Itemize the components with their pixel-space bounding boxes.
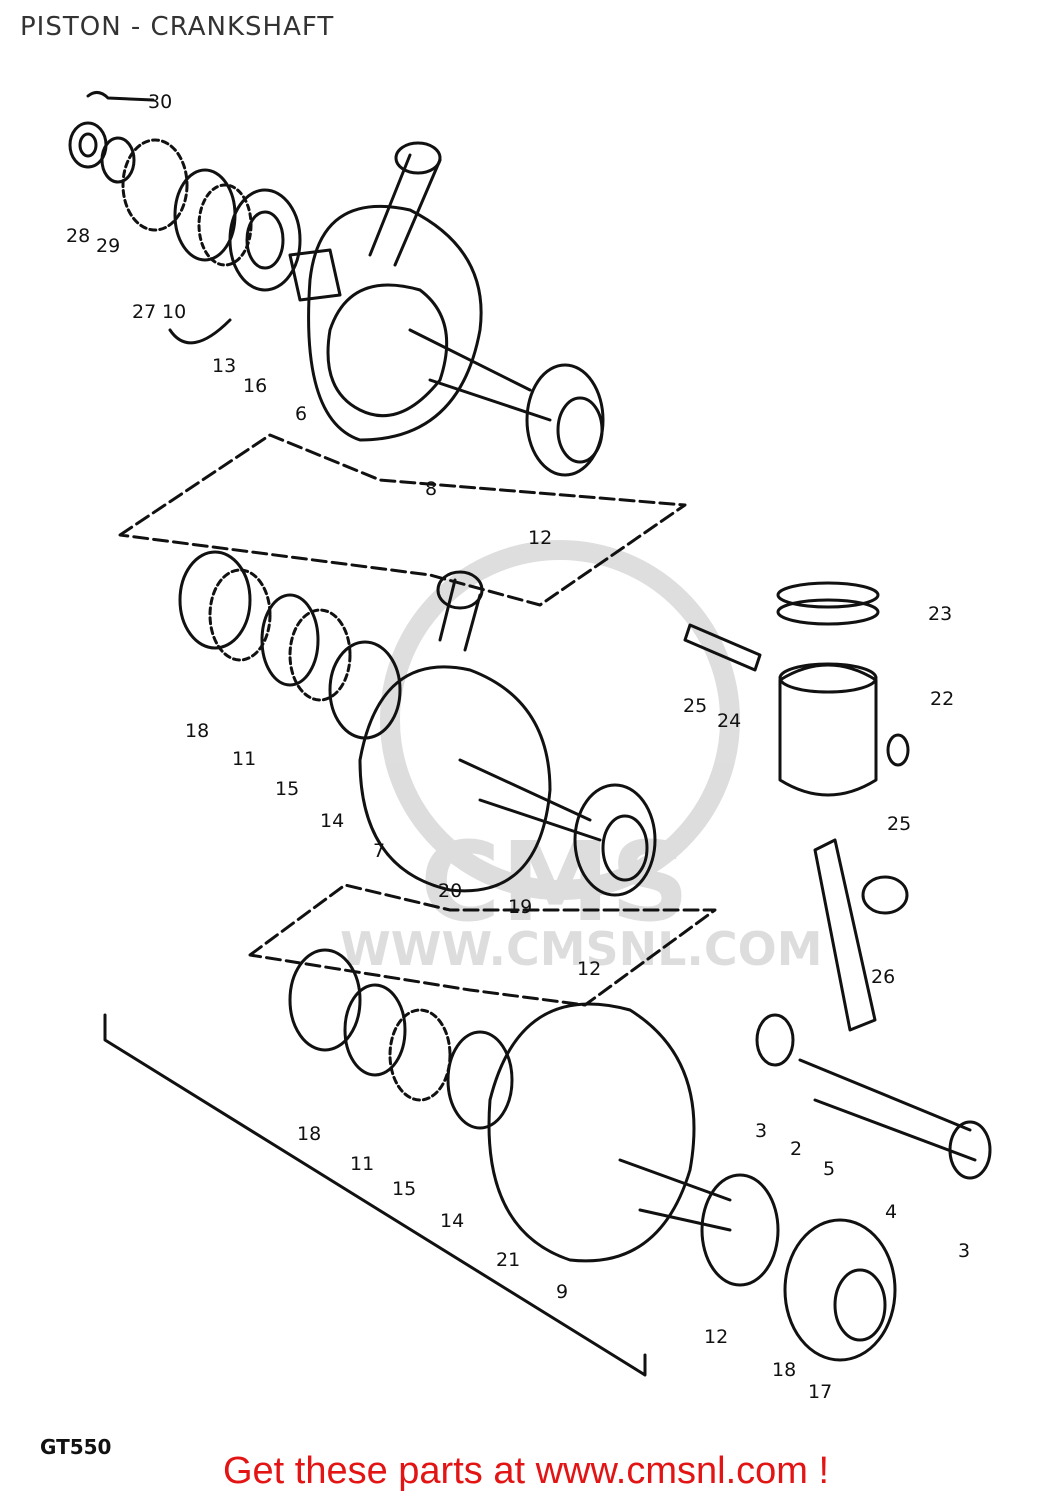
callout-28: 28 — [66, 225, 90, 247]
callout-30: 30 — [148, 91, 172, 113]
bounding-frame-2 — [248, 883, 717, 1007]
promo-link[interactable]: Get these parts at www.cmsnl.com ! — [222, 1450, 830, 1492]
callout-27: 27 — [132, 301, 156, 323]
callout-16: 16 — [243, 375, 267, 397]
callout-3: 3 — [755, 1120, 767, 1142]
callout-18c: 18 — [772, 1359, 796, 1381]
callout-12b: 12 — [577, 958, 601, 980]
callout-11b: 11 — [350, 1153, 374, 1175]
watermark-logo: CMS — [420, 818, 689, 946]
callout-13: 13 — [212, 355, 236, 377]
callout-20: 20 — [438, 880, 462, 902]
bounding-frame-1 — [118, 433, 687, 607]
callout-25: 25 — [683, 695, 707, 717]
callout-29: 29 — [96, 235, 120, 257]
callout-17: 17 — [808, 1381, 832, 1403]
callout-6: 6 — [295, 403, 307, 425]
callout-14: 14 — [320, 810, 344, 832]
callout-12: 12 — [528, 527, 552, 549]
callout-25b: 25 — [887, 813, 911, 835]
callout-21: 21 — [496, 1249, 520, 1271]
callout-23: 23 — [928, 603, 952, 625]
callout-8: 8 — [425, 478, 437, 500]
callout-12c: 12 — [704, 1326, 728, 1348]
callout-18: 18 — [185, 720, 209, 742]
watermark-url: WWW.CMSNL.COM — [340, 922, 823, 976]
model-label: GT550 — [40, 1435, 112, 1459]
callout-5: 5 — [823, 1158, 835, 1180]
crankshaft-assembly-1 — [68, 91, 605, 477]
callout-3b: 3 — [958, 1240, 970, 1262]
callout-2: 2 — [790, 1138, 802, 1160]
callout-24: 24 — [717, 710, 741, 732]
callout-7: 7 — [373, 840, 385, 862]
diagram-title: PISTON - CRANKSHAFT — [20, 12, 335, 42]
cmsnl-watermark: CMS WWW.CMSNL.COM — [340, 540, 823, 976]
callout-4: 4 — [885, 1201, 897, 1223]
callout-19: 19 — [508, 896, 532, 918]
callout-labels: 30 28 29 27 10 13 16 6 8 12 18 11 15 14 … — [66, 91, 970, 1403]
callout-10: 10 — [162, 301, 186, 323]
callout-22: 22 — [930, 688, 954, 710]
crankshaft-assembly-3 — [288, 948, 992, 1362]
crankshaft-assembly-2 — [178, 550, 910, 1032]
callout-14b: 14 — [440, 1210, 464, 1232]
callout-26: 26 — [871, 966, 895, 988]
assembly-bracket — [103, 1013, 647, 1377]
callout-15: 15 — [275, 778, 299, 800]
callout-15b: 15 — [392, 1178, 416, 1200]
callout-11: 11 — [232, 748, 256, 770]
callout-9: 9 — [556, 1281, 568, 1303]
callout-18b: 18 — [297, 1123, 321, 1145]
